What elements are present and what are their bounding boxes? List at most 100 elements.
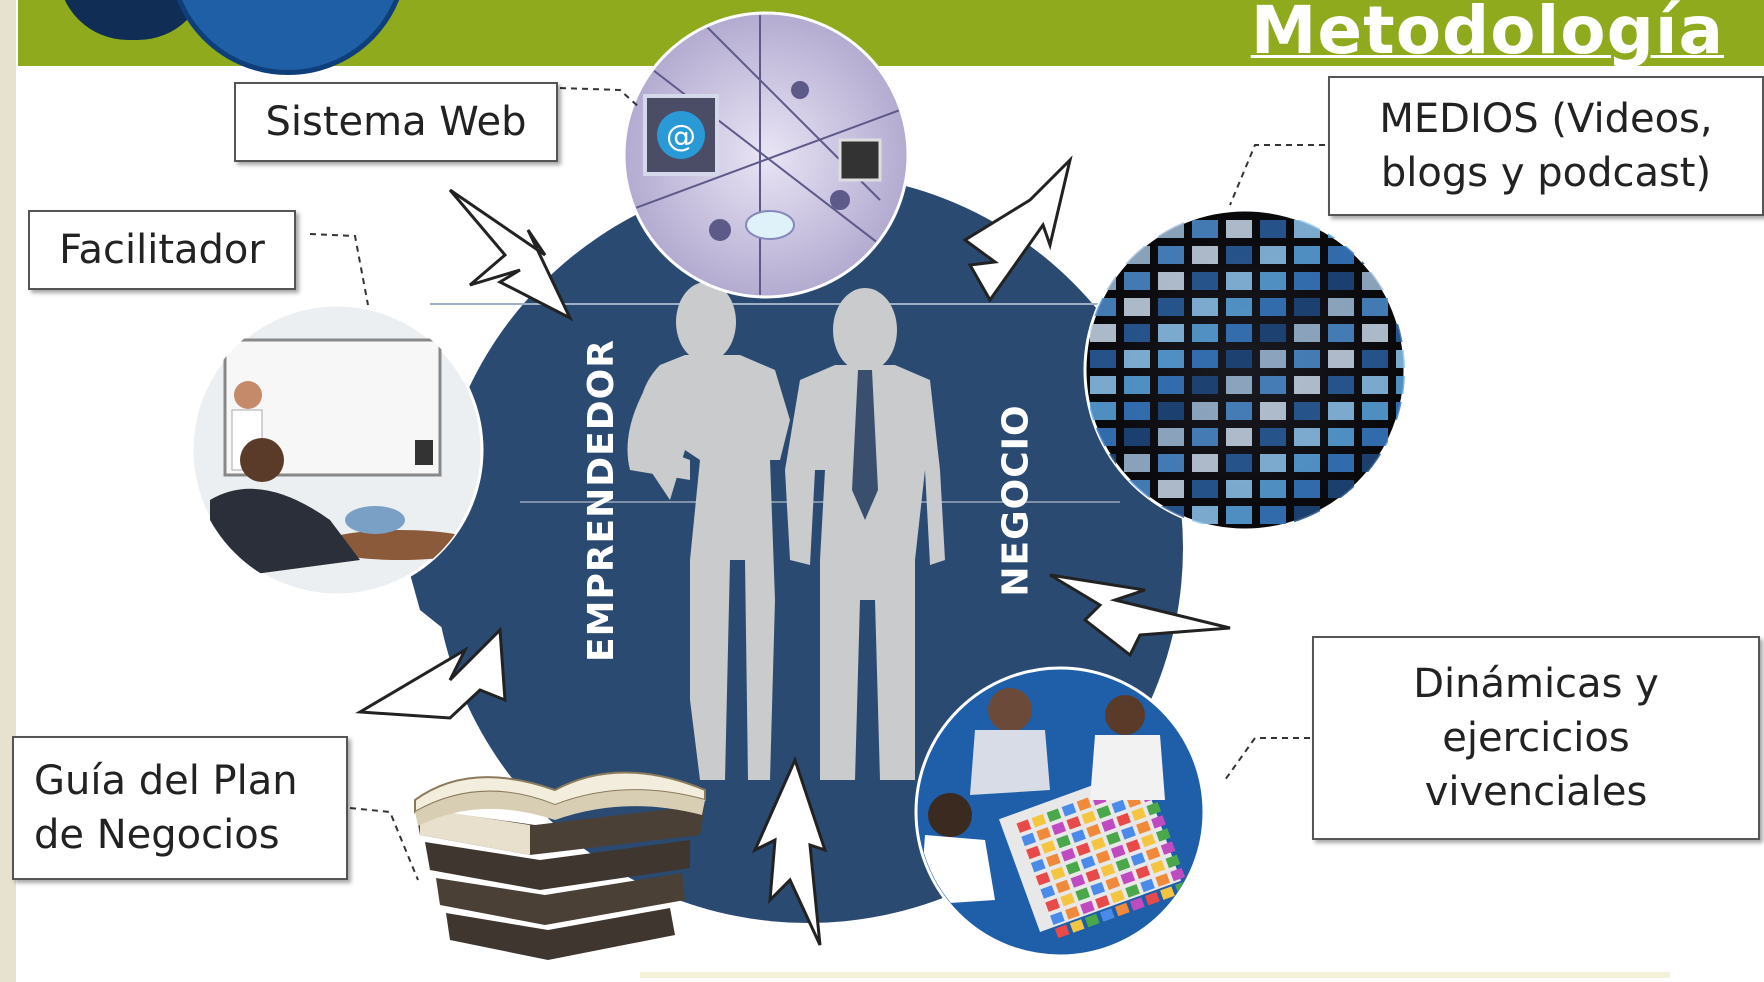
header-bar: Metodología — [18, 0, 1764, 75]
tv-screen — [1362, 480, 1388, 498]
tv-screen — [1362, 324, 1388, 342]
sticky-note — [1080, 855, 1096, 870]
tv-screen-grid — [1090, 220, 1405, 524]
sticky-note — [1125, 839, 1141, 853]
tv-screen — [1090, 402, 1116, 420]
medios-box: MEDIOS (Videos, blogs y podcast) — [1328, 76, 1764, 216]
sticky-note — [1155, 828, 1171, 842]
tv-screen — [1158, 298, 1184, 316]
tv-screen — [1192, 480, 1218, 498]
sticky-note — [1045, 853, 1061, 867]
tv-screen — [1226, 480, 1252, 498]
tv-screen — [1192, 246, 1218, 264]
negocio-label: NEGOCIO — [995, 404, 1037, 597]
sticky-note — [1116, 812, 1132, 827]
sticky-note — [1065, 906, 1080, 920]
tv-screen — [1158, 402, 1184, 420]
tv-screen — [1260, 324, 1286, 342]
connector-lines — [309, 87, 1325, 881]
sticky-note — [1085, 868, 1101, 883]
tv-screen — [1192, 454, 1218, 472]
sticky-note — [1099, 908, 1115, 922]
tv-screen — [1124, 402, 1150, 420]
tv-screen — [1396, 298, 1405, 316]
tv-screen — [1124, 246, 1150, 264]
sticky-note — [1050, 911, 1065, 926]
sticky-note — [1081, 810, 1097, 825]
books-icon — [414, 771, 706, 960]
tv-screen — [1192, 298, 1218, 316]
group-workshop-icon — [914, 666, 1206, 958]
tv-screen — [1260, 350, 1286, 368]
tv-screen — [1328, 272, 1354, 290]
tv-screen — [1226, 506, 1252, 524]
tv-screen — [1396, 428, 1405, 446]
tv-screen — [1260, 272, 1286, 290]
tv-screen — [1396, 350, 1405, 368]
sticky-note — [1061, 803, 1077, 817]
sticky-note — [1129, 897, 1145, 911]
tv-screen — [1158, 324, 1184, 342]
tv-screen — [1396, 480, 1405, 498]
tv-screen — [1226, 298, 1252, 316]
sticky-note — [1131, 807, 1147, 821]
tv-screen — [1328, 376, 1354, 394]
tv-screen — [1294, 298, 1320, 316]
tv-screen — [1294, 220, 1320, 238]
sticky-note — [1030, 858, 1046, 873]
sticky-note — [1160, 841, 1176, 855]
sticky-note — [1075, 842, 1091, 856]
tv-screen — [1226, 246, 1252, 264]
tv-screen — [1294, 454, 1320, 472]
tv-screen — [1396, 220, 1405, 238]
sticky-note — [1055, 879, 1071, 894]
sticky-note — [1050, 866, 1066, 881]
sticky-note — [1146, 801, 1162, 816]
sticky-note — [1151, 815, 1166, 829]
svg-text:@: @ — [666, 119, 696, 154]
tv-screen — [1192, 428, 1218, 446]
tv-screen — [1260, 480, 1286, 498]
sticky-note — [1054, 924, 1070, 939]
tv-screen — [1226, 402, 1252, 420]
sticky-note — [1160, 886, 1175, 900]
tv-screen — [1090, 350, 1116, 368]
sticky-note — [1095, 895, 1110, 909]
tv-screen — [1260, 376, 1286, 394]
tv-screen — [1260, 402, 1286, 420]
facilitador-box: Facilitador — [28, 210, 296, 290]
sticky-note — [1056, 834, 1071, 849]
tv-screen — [1192, 324, 1218, 342]
sticky-note — [1066, 816, 1082, 830]
sticky-note — [1040, 885, 1056, 899]
tv-screen — [1328, 428, 1354, 446]
sticky-note — [1026, 845, 1041, 860]
sticky-note — [1016, 819, 1032, 833]
sticky-note — [1021, 832, 1037, 847]
tv-screen — [1362, 350, 1388, 368]
tv-screen — [1192, 220, 1218, 238]
sticky-note — [1114, 902, 1130, 917]
tv-screen — [1124, 454, 1150, 472]
sticky-note — [1121, 826, 1136, 840]
dinamicas-box: Dinámicas y ejercicios vivenciales — [1312, 636, 1760, 840]
sticky-note — [1136, 820, 1151, 835]
tv-screen — [1362, 428, 1388, 446]
tv-screen — [1294, 428, 1320, 446]
sticky-note — [1130, 852, 1146, 866]
sticky-note — [1065, 861, 1081, 875]
sticky-note — [1069, 919, 1085, 933]
globe-web-icon: @ — [622, 11, 910, 299]
tv-screen — [1158, 454, 1184, 472]
guia-box: Guía del Plan de Negocios — [12, 736, 348, 880]
sticky-note — [1145, 846, 1161, 861]
tv-screen — [1328, 298, 1354, 316]
sticky-note — [1145, 891, 1160, 906]
sticky-note — [1041, 840, 1056, 854]
sticky-note — [1036, 827, 1052, 841]
tv-screen — [1158, 480, 1184, 498]
sticky-note — [1111, 799, 1127, 814]
bottom-strip — [640, 972, 1670, 978]
tv-screen — [1294, 376, 1320, 394]
